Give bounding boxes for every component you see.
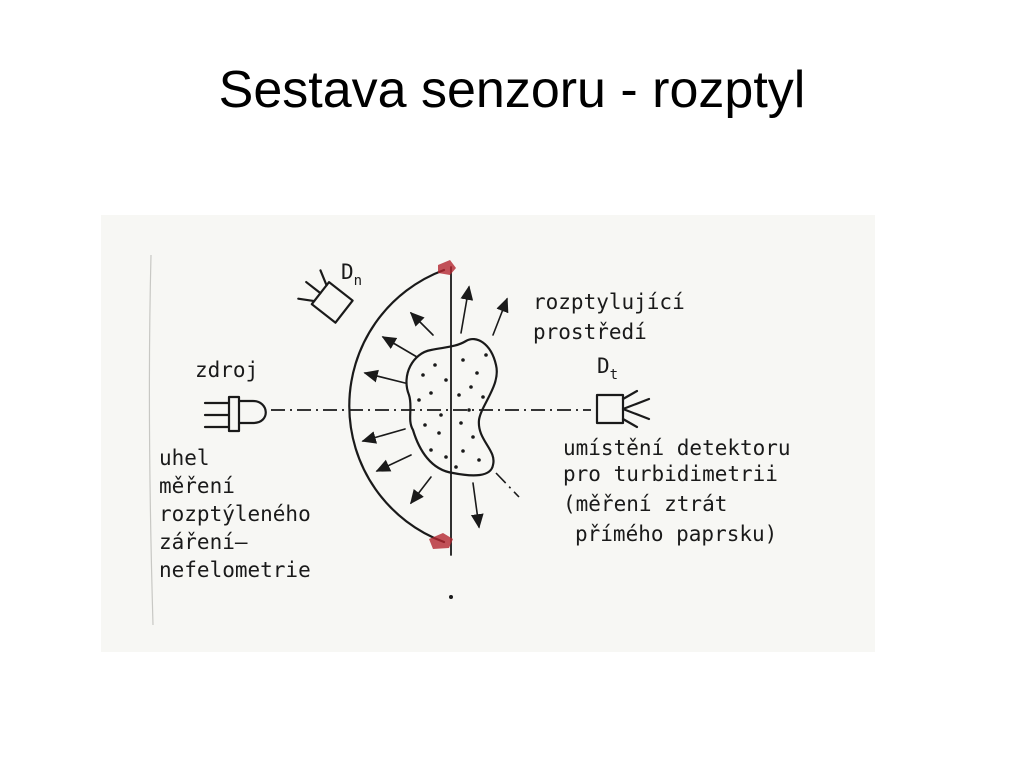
scattering-arrows: [361, 285, 520, 529]
diagram-canvas: Dn Dt zdroj rozptylující prostředí uhel …: [148, 254, 803, 626]
light-source-icon: [203, 395, 267, 433]
scattering-medium-blob: [405, 338, 498, 477]
detector-position-label: umístění detektoru pro turbidimetrii (mě…: [563, 436, 803, 546]
slide-title: Sestava senzoru - rozptyl: [218, 61, 806, 119]
scattering-sensor-diagram: Dn Dt zdroj rozptylující prostředí uhel …: [101, 215, 875, 652]
arc-bottom-marker: [429, 533, 453, 549]
detector-nephelometry-icon: [297, 269, 354, 324]
detector-turbidimetry-icon: [595, 389, 651, 429]
axis-end-dot: [449, 595, 453, 599]
scan-edge-line: [148, 254, 154, 626]
medium-particles: [417, 353, 488, 469]
measurement-arc: [348, 268, 446, 544]
detector-turbidimetry-label: Dt: [597, 354, 618, 383]
source-label: zdroj: [195, 358, 258, 382]
medium-label: rozptylující prostředí: [533, 290, 697, 344]
angle-measurement-label: uhel měření rozptýleného záření– nefelom…: [159, 446, 323, 582]
detector-nephelometry-label: Dn: [341, 260, 362, 289]
arc-top-marker: [438, 260, 456, 275]
